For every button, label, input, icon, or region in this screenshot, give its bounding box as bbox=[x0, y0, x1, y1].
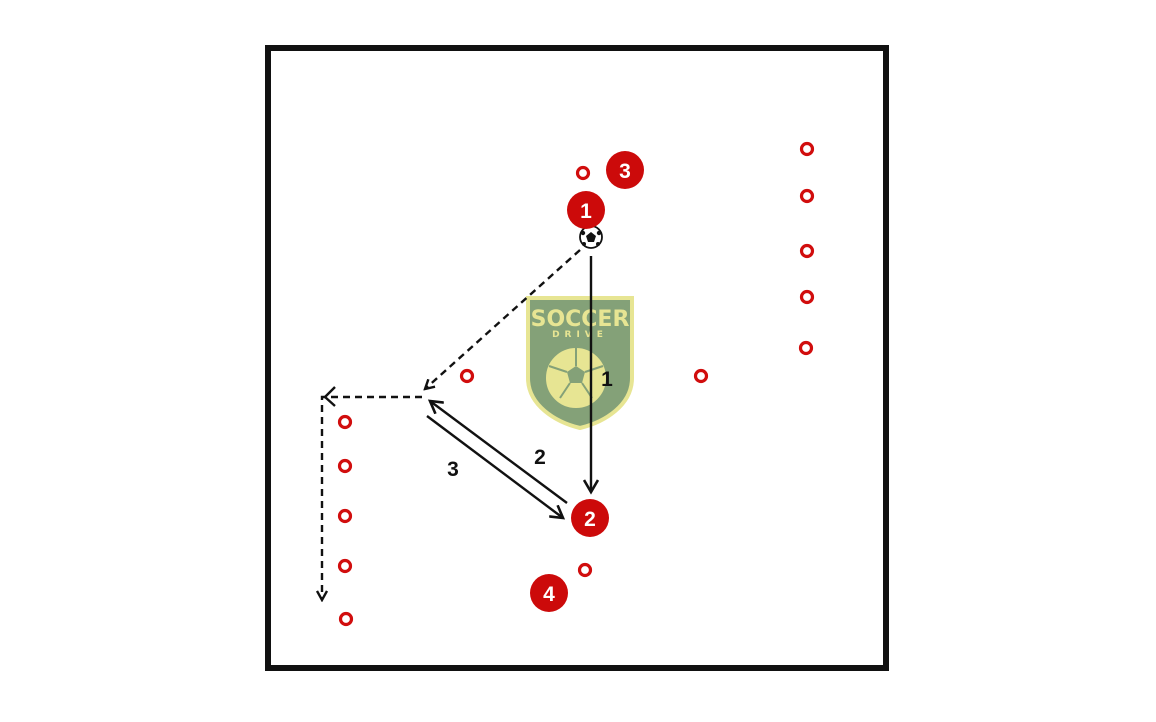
pass-3-label: 3 bbox=[447, 458, 459, 481]
cone-marker-icon bbox=[799, 243, 815, 259]
logo-text-drive: DRIVE bbox=[552, 330, 608, 340]
cone-marker-icon bbox=[693, 368, 709, 384]
soccer-drive-logo: SOCCER DRIVE bbox=[526, 296, 634, 431]
player-2-number: 2 bbox=[584, 508, 596, 531]
cone-marker-icon bbox=[575, 165, 591, 181]
player-1: 1 bbox=[567, 191, 605, 229]
cone-markers bbox=[337, 141, 815, 627]
player-4-number: 4 bbox=[543, 583, 555, 606]
cone-marker-icon bbox=[337, 458, 353, 474]
cone-marker-icon bbox=[799, 141, 815, 157]
player-2: 2 bbox=[571, 499, 609, 537]
cone-marker-icon bbox=[337, 508, 353, 524]
cone-marker-icon bbox=[338, 611, 354, 627]
cone-marker-icon bbox=[799, 289, 815, 305]
soccer-ball-icon bbox=[579, 225, 603, 249]
pass-3-arrow bbox=[426, 415, 563, 518]
player-run-diagonal bbox=[425, 249, 581, 389]
cone-marker-icon bbox=[459, 368, 475, 384]
player-1-number: 1 bbox=[580, 200, 592, 223]
player-3-number: 3 bbox=[619, 160, 631, 183]
cone-marker-icon bbox=[337, 414, 353, 430]
cone-marker-icon bbox=[798, 340, 814, 356]
logo-text-soccer: SOCCER bbox=[531, 307, 630, 332]
player-run-start-chevron bbox=[323, 386, 336, 407]
pass-1-label: 1 bbox=[601, 368, 613, 391]
pass-2-arrow bbox=[430, 401, 568, 504]
player-4: 4 bbox=[530, 574, 568, 612]
player-3: 3 bbox=[606, 151, 644, 189]
player-run-overlap bbox=[322, 395, 422, 600]
cone-marker-icon bbox=[799, 188, 815, 204]
cone-marker-icon bbox=[577, 562, 593, 578]
pass-2-label: 2 bbox=[534, 446, 546, 469]
cone-marker-icon bbox=[337, 558, 353, 574]
